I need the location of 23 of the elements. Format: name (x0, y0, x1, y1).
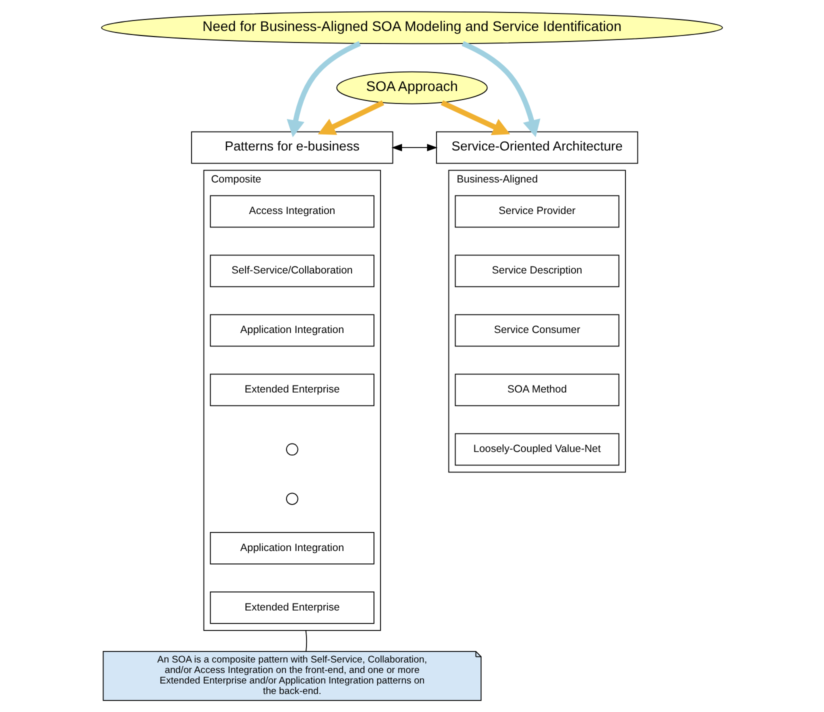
node-box: Service Provider (454, 195, 620, 228)
node-box: Loosely-Coupled Value-Net (454, 433, 620, 466)
node-box: Service Consumer (454, 314, 620, 347)
node-box: Application Integration (210, 532, 374, 564)
arrow (462, 41, 540, 138)
arrow (318, 100, 384, 135)
node-ellipse: SOA Approach (336, 71, 488, 104)
arrow (440, 100, 510, 136)
connector (305, 630, 308, 652)
node-box: Service Description (454, 254, 620, 288)
node-box: Application Integration (210, 314, 374, 347)
arrow (392, 144, 438, 152)
node-box: Access Integration (210, 195, 374, 228)
node-circle (286, 443, 298, 456)
node-box: Extended Enterprise (210, 592, 374, 624)
node-box: SOA Method (454, 374, 620, 406)
arrow (286, 41, 361, 138)
node-ellipse: Need for Business-Aligned SOA Modeling and Service Identification (101, 11, 723, 44)
node-box: Self-Service/Collaboration (210, 254, 374, 288)
node-box: Patterns for e-business (191, 131, 394, 164)
node-box: Service-Oriented Architecture (436, 131, 638, 164)
node-box: Extended Enterprise (210, 374, 374, 406)
node-circle (286, 492, 298, 505)
